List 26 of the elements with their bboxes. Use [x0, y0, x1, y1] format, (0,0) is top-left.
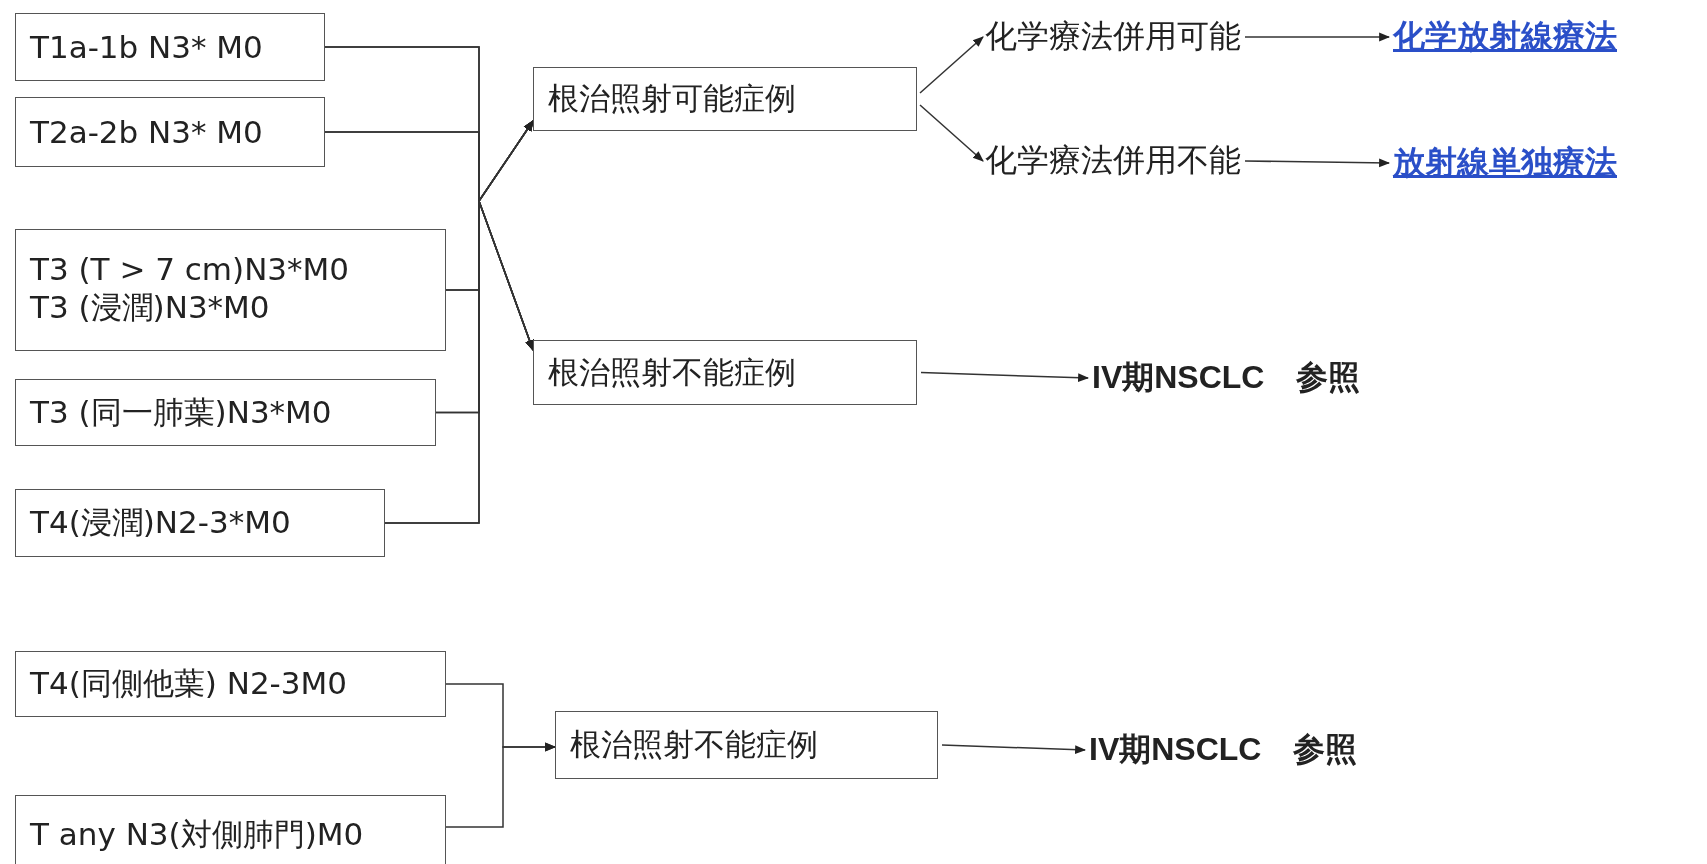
arrow	[919, 36, 984, 94]
stage-box: T4(同側他葉) N2-3M0	[15, 651, 446, 717]
stage-box: T any N3(対側肺門)M0	[15, 795, 446, 864]
stage-box: T3 (同一肺葉)N3*M0	[15, 379, 436, 446]
treatment-link: 放射線単独療法	[1393, 141, 1617, 185]
case-box: 根治照射不能症例	[533, 340, 917, 405]
stage-box: T1a-1b N3* M0	[15, 13, 325, 81]
arrow	[920, 371, 1090, 383]
case-box: 根治照射可能症例	[533, 67, 917, 131]
stage-text: T3 (浸潤)N3*M0	[30, 288, 271, 327]
arrow	[1244, 32, 1391, 42]
option-text: 化学療法併用可能	[985, 17, 1241, 57]
case-box: 根治照射不能症例	[555, 711, 938, 779]
reference-text: IV期NSCLC 参照	[1092, 356, 1361, 400]
stage-text: T3 (T > 7 cm)N3*M0	[30, 251, 351, 287]
option-text: 化学療法併用不能	[985, 141, 1241, 181]
arrow	[445, 742, 557, 828]
reference-text: IV期NSCLC 参照	[1089, 728, 1358, 772]
treatment-link: 化学放射線療法	[1393, 15, 1617, 59]
stage-box: T4(浸潤)N2-3*M0	[15, 489, 385, 557]
arrow	[1244, 158, 1391, 168]
arrow	[941, 744, 1087, 755]
arrow	[384, 200, 534, 524]
stage-box	[15, 229, 446, 351]
stage-box: T2a-2b N3* M0	[15, 97, 325, 167]
arrow	[919, 104, 984, 162]
